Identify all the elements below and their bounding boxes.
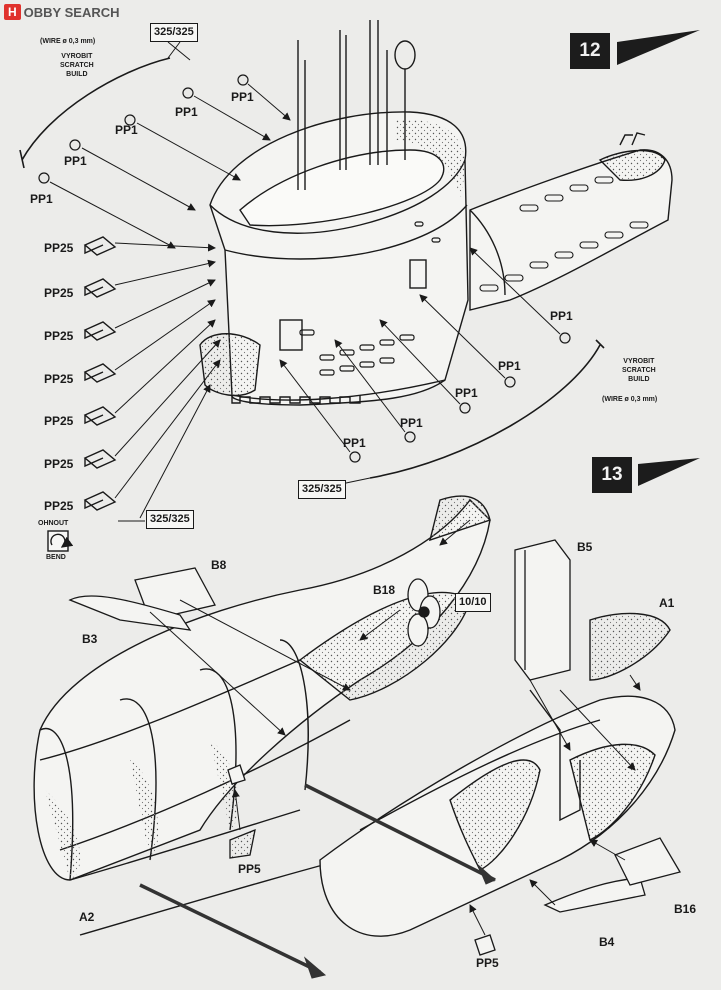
part-box-325-top: 325/325 bbox=[150, 23, 198, 42]
label-pp25-3: PP25 bbox=[44, 329, 74, 343]
label-b16: B16 bbox=[674, 902, 697, 916]
label-pp5-right: PP5 bbox=[476, 956, 499, 970]
part-box-325-bend: 325/325 bbox=[146, 510, 194, 529]
label-b4: B4 bbox=[599, 935, 615, 949]
watermark-text: OBBY SEARCH bbox=[23, 4, 120, 20]
label-pp5-left: PP5 bbox=[238, 862, 261, 876]
step-13-badge: 13 bbox=[592, 457, 632, 493]
label-pp1-10: PP1 bbox=[343, 436, 366, 450]
wire-note-right: (WIRE ø 0,3 mm) bbox=[602, 396, 658, 403]
label-b18: B18 bbox=[373, 583, 396, 597]
label-pp25-6: PP25 bbox=[44, 457, 74, 471]
propeller-b18 bbox=[407, 578, 441, 647]
assembly-arrows bbox=[139, 783, 496, 979]
bend-note-top: OHNOUT bbox=[38, 520, 69, 527]
label-a2: A2 bbox=[79, 910, 95, 924]
part-box-10-10: 10/10 bbox=[455, 593, 491, 612]
label-b5: B5 bbox=[577, 540, 593, 554]
label-b3: B3 bbox=[82, 632, 98, 646]
label-a1: A1 bbox=[659, 596, 675, 610]
label-pp1-2: PP1 bbox=[64, 154, 87, 168]
conning-tower bbox=[199, 20, 469, 406]
label-pp25-1: PP25 bbox=[44, 241, 74, 255]
wire-note-top: (WIRE ø 0,3 mm) bbox=[40, 38, 96, 45]
scratch-note-right: VYROBIT SCRATCH BUILD bbox=[622, 357, 656, 384]
label-pp1-5: PP1 bbox=[231, 90, 254, 104]
step-arrows bbox=[617, 30, 700, 486]
scratch-right-line-1: VYROBIT bbox=[623, 358, 655, 365]
rudder-b5 bbox=[514, 539, 571, 681]
aft-deck-casing bbox=[469, 132, 673, 311]
label-pp1-4: PP1 bbox=[175, 105, 198, 119]
label-b8: B8 bbox=[211, 558, 227, 572]
scratch-note-top: VYROBIT SCRATCH BUILD bbox=[60, 52, 94, 79]
label-pp1-3: PP1 bbox=[115, 123, 138, 137]
step-12-badge: 12 bbox=[570, 33, 610, 69]
leader-lines-12 bbox=[49, 83, 561, 519]
watermark-badge: H bbox=[4, 4, 21, 20]
scratch-top-line-2: SCRATCH bbox=[60, 62, 94, 69]
label-pp25-2: PP25 bbox=[44, 286, 74, 300]
wire-rails bbox=[19, 57, 605, 479]
label-pp1-1: PP1 bbox=[30, 192, 53, 206]
label-pp1-8: PP1 bbox=[455, 386, 478, 400]
bend-icon bbox=[47, 530, 74, 552]
label-pp1-7: PP1 bbox=[498, 359, 521, 373]
label-pp25-5: PP25 bbox=[44, 414, 74, 428]
bend-note-bottom: BEND bbox=[46, 554, 66, 561]
scratch-top-line-3: BUILD bbox=[66, 71, 88, 78]
label-pp1-9: PP1 bbox=[400, 416, 423, 430]
label-pp25-7: PP25 bbox=[44, 499, 74, 513]
label-pp1-6: PP1 bbox=[550, 309, 573, 323]
part-box-325-mid: 325/325 bbox=[298, 480, 346, 499]
scratch-right-line-2: SCRATCH bbox=[622, 367, 656, 374]
pp25-brackets bbox=[83, 236, 117, 511]
scratch-right-line-3: BUILD bbox=[628, 376, 650, 383]
pp1-rivets bbox=[38, 74, 571, 463]
label-pp25-4: PP25 bbox=[44, 372, 74, 386]
scratch-top-line-1: VYROBIT bbox=[61, 53, 93, 60]
leader-lines-13 bbox=[149, 519, 641, 936]
watermark-logo: H OBBY SEARCH bbox=[4, 4, 120, 20]
